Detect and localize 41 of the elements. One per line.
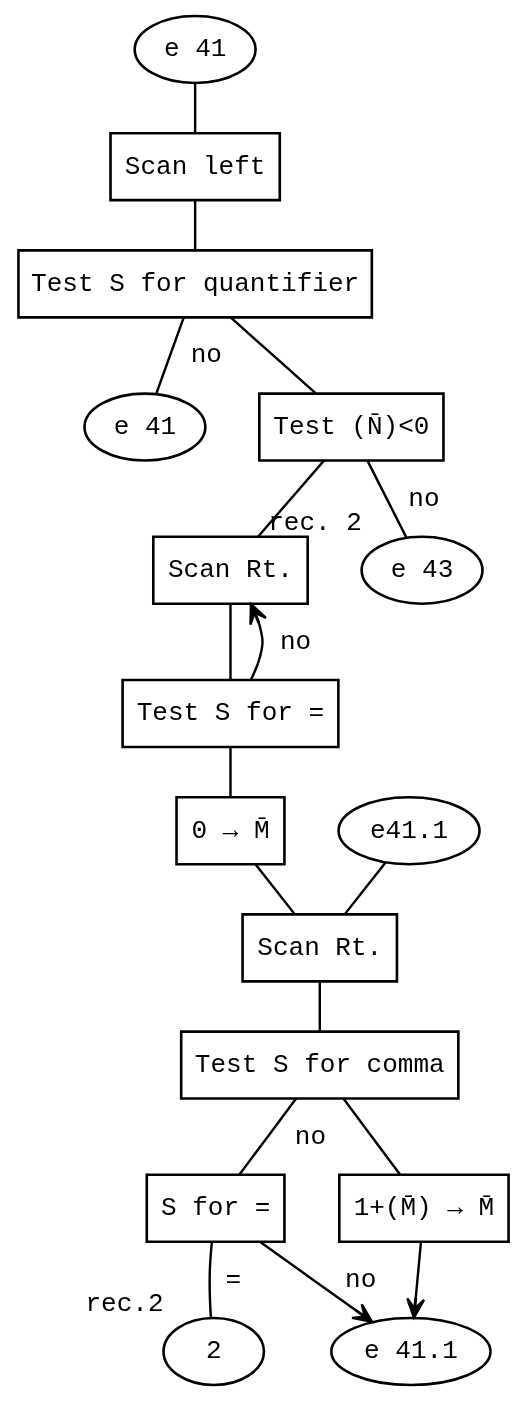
node-box: Test S for = xyxy=(120,678,340,749)
connector xyxy=(228,603,232,680)
connector xyxy=(256,459,325,538)
connector xyxy=(229,316,316,395)
node-box: Scan left xyxy=(108,131,281,202)
connector xyxy=(318,981,321,1032)
connector xyxy=(341,1097,401,1176)
edge-label: no xyxy=(294,1121,326,1152)
edge-label: no xyxy=(344,1264,376,1295)
node-box: Test S for quantifier xyxy=(16,249,373,319)
connector xyxy=(193,83,196,133)
arrow xyxy=(405,1241,425,1319)
connector xyxy=(365,460,408,539)
edge-label: no xyxy=(407,483,440,514)
connector xyxy=(228,747,232,797)
connector xyxy=(207,1241,213,1318)
connector xyxy=(193,200,196,251)
node-box: 1+(M̄) → M̄ xyxy=(337,1173,510,1244)
node-ellipse: e41.1 xyxy=(336,795,481,866)
edge-label: no xyxy=(190,340,222,371)
connector xyxy=(238,1097,297,1176)
connector xyxy=(254,864,296,915)
connector xyxy=(343,861,387,915)
edge-label: no xyxy=(279,626,311,657)
node-label: rec. 2 xyxy=(267,507,362,538)
node-ellipse: e 41 xyxy=(82,392,207,462)
node-box: Test S for comma xyxy=(179,1030,460,1100)
node-ellipse: e 41 xyxy=(132,14,257,85)
node-box: Scan Rt. xyxy=(240,913,398,983)
node-ellipse: e 43 xyxy=(359,535,484,606)
connector xyxy=(154,316,185,395)
arrow xyxy=(258,1240,373,1324)
arrow xyxy=(248,602,267,681)
node-box: 0 → M̄ xyxy=(174,795,286,866)
node-box: Scan Rt. xyxy=(151,535,309,606)
node-box: S for = xyxy=(145,1173,286,1244)
node-ellipse: 2 xyxy=(161,1316,265,1387)
node-label: rec.2 xyxy=(84,1288,164,1319)
edge-label: = xyxy=(224,1264,241,1295)
node-box: Test (N̄)<0 xyxy=(257,392,445,462)
node-ellipse: e 41.1 xyxy=(329,1316,492,1387)
